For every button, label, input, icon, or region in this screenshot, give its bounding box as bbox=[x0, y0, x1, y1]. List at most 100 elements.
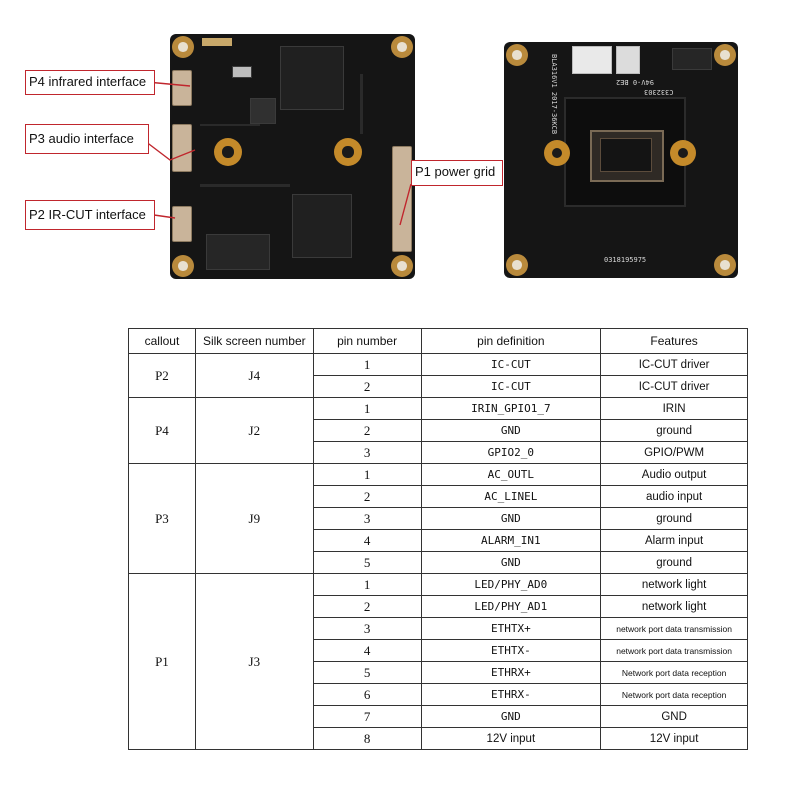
feature-cell: network light bbox=[600, 573, 748, 596]
definition-cell: GND bbox=[420, 705, 602, 728]
pin-cell: 8 bbox=[312, 727, 422, 750]
connector-p4 bbox=[172, 70, 192, 106]
definition-cell: GPIO2_0 bbox=[420, 441, 602, 464]
callout-cell: P1 bbox=[128, 573, 196, 750]
ethernet-chip bbox=[292, 194, 352, 258]
table-row: P4 J2 1 IRIN_GPIO1_7 IRIN bbox=[128, 397, 748, 464]
table-header-row: callout Silk screen number pin number pi… bbox=[128, 328, 748, 354]
feature-cell: Network port data reception bbox=[600, 683, 748, 706]
pin-cell: 5 bbox=[312, 661, 422, 684]
table-row: 2 AC_LINEL audio input bbox=[129, 485, 748, 508]
feature-cell: ground bbox=[600, 551, 748, 574]
mount-hole-icon bbox=[391, 36, 413, 58]
pin-cell: 1 bbox=[312, 463, 422, 486]
sensor-board-photo: BLA316V1 2017-36KCB 94V-0 BE2 C332303 03… bbox=[504, 42, 738, 278]
pin-cell: 2 bbox=[312, 419, 422, 442]
main-board-photo bbox=[170, 34, 415, 279]
feature-cell: network port data transmission bbox=[600, 617, 748, 640]
pin-cell: 6 bbox=[312, 683, 422, 706]
trace bbox=[200, 184, 290, 187]
callout-p3-label: P3 audio interface bbox=[25, 124, 149, 154]
small-chip bbox=[250, 98, 276, 124]
table-row: 8 12V input 12V input bbox=[129, 727, 748, 750]
callout-p4-label: P4 infrared interface bbox=[25, 70, 155, 95]
callout-cell: P3 bbox=[128, 463, 196, 574]
header-pin-number: pin number bbox=[312, 328, 422, 354]
mount-pad-icon bbox=[670, 140, 696, 166]
sensor-die bbox=[600, 138, 652, 172]
definition-cell: ETHRX+ bbox=[420, 661, 602, 684]
feature-cell: Alarm input bbox=[600, 529, 748, 552]
silk-cell: J9 bbox=[194, 463, 314, 574]
pin-cell: 7 bbox=[312, 705, 422, 728]
silk-text: 0318195975 bbox=[604, 256, 647, 264]
feature-cell: IRIN bbox=[600, 397, 748, 420]
feature-cell: ground bbox=[600, 507, 748, 530]
mount-hole-icon bbox=[172, 36, 194, 58]
definition-cell: GND bbox=[420, 551, 602, 574]
table-row: P3 J9 1 AC_OUTL Audio output bbox=[128, 463, 748, 574]
pin-cell: 1 bbox=[312, 573, 422, 596]
header-silk-screen: Silk screen number bbox=[194, 328, 314, 354]
definition-cell: 12V input bbox=[420, 727, 602, 750]
feature-cell: IC-CUT driver bbox=[600, 375, 748, 398]
header-callout: callout bbox=[128, 328, 196, 354]
header-features: Features bbox=[600, 328, 748, 354]
mount-hole-icon bbox=[506, 44, 528, 66]
feature-cell: Audio output bbox=[600, 463, 748, 486]
white-label bbox=[572, 46, 612, 74]
mount-hole-icon bbox=[391, 255, 413, 277]
connector-p3 bbox=[172, 124, 192, 172]
definition-cell: GND bbox=[420, 507, 602, 530]
header-pin-definition: pin definition bbox=[420, 328, 602, 354]
definition-cell: ETHTX- bbox=[420, 639, 602, 662]
silk-text: 94V-0 BE2 bbox=[616, 78, 654, 86]
silk-text: C332303 bbox=[644, 88, 674, 96]
memory-chip bbox=[280, 46, 344, 110]
pin-cell: 3 bbox=[312, 617, 422, 640]
definition-cell: IC-CUT bbox=[420, 353, 602, 376]
crystal bbox=[232, 66, 252, 78]
feature-cell: GPIO/PWM bbox=[600, 441, 748, 464]
feature-cell: audio input bbox=[600, 485, 748, 508]
callout-cell: P4 bbox=[128, 397, 196, 464]
mount-hole-icon bbox=[714, 44, 736, 66]
pin-cell: 2 bbox=[312, 485, 422, 508]
pin-cell: 3 bbox=[312, 441, 422, 464]
pin-cell: 1 bbox=[312, 353, 422, 376]
pin-cell: 2 bbox=[312, 375, 422, 398]
silk-cell: J3 bbox=[194, 573, 314, 750]
feature-cell: 12V input bbox=[600, 727, 748, 750]
silk-cell: J4 bbox=[194, 353, 314, 398]
pin-cell: 3 bbox=[312, 507, 422, 530]
pin-cell: 4 bbox=[312, 639, 422, 662]
definition-cell: ETHRX- bbox=[420, 683, 602, 706]
trace bbox=[200, 124, 260, 126]
silk-cell: J2 bbox=[194, 397, 314, 464]
pad-strip bbox=[202, 38, 232, 46]
table-row: P2 J4 1 IC-CUT IC-CUT driver bbox=[128, 353, 748, 398]
table-row: 2 LED/PHY_AD1 network light bbox=[129, 595, 748, 618]
definition-cell: AC_OUTL bbox=[420, 463, 602, 486]
regulator-chip bbox=[672, 48, 712, 70]
table-row: 7 GND GND bbox=[129, 705, 748, 728]
definition-cell: ALARM_IN1 bbox=[420, 529, 602, 552]
definition-cell: GND bbox=[420, 419, 602, 442]
table-row: P1 J3 1 LED/PHY_AD0 network light bbox=[128, 573, 748, 750]
silk-text: BLA316V1 2017-36KCB bbox=[550, 54, 558, 135]
table-row: 3 GND ground bbox=[129, 507, 748, 530]
definition-cell: LED/PHY_AD0 bbox=[420, 573, 602, 596]
connector-p1 bbox=[392, 146, 412, 252]
feature-cell: network light bbox=[600, 595, 748, 618]
callout-p2-label: P2 IR-CUT interface bbox=[25, 200, 155, 230]
definition-cell: ETHTX+ bbox=[420, 617, 602, 640]
feature-cell: GND bbox=[600, 705, 748, 728]
pin-cell: 5 bbox=[312, 551, 422, 574]
table-row: 4 ETHTX- network port data transmission bbox=[129, 639, 748, 662]
mount-hole-icon bbox=[714, 254, 736, 276]
definition-cell: LED/PHY_AD1 bbox=[420, 595, 602, 618]
callout-p1-label: P1 power grid bbox=[411, 160, 503, 186]
table-row: 3 ETHTX+ network port data transmission bbox=[129, 617, 748, 640]
feature-cell: Network port data reception bbox=[600, 661, 748, 684]
callout-cell: P2 bbox=[128, 353, 196, 398]
